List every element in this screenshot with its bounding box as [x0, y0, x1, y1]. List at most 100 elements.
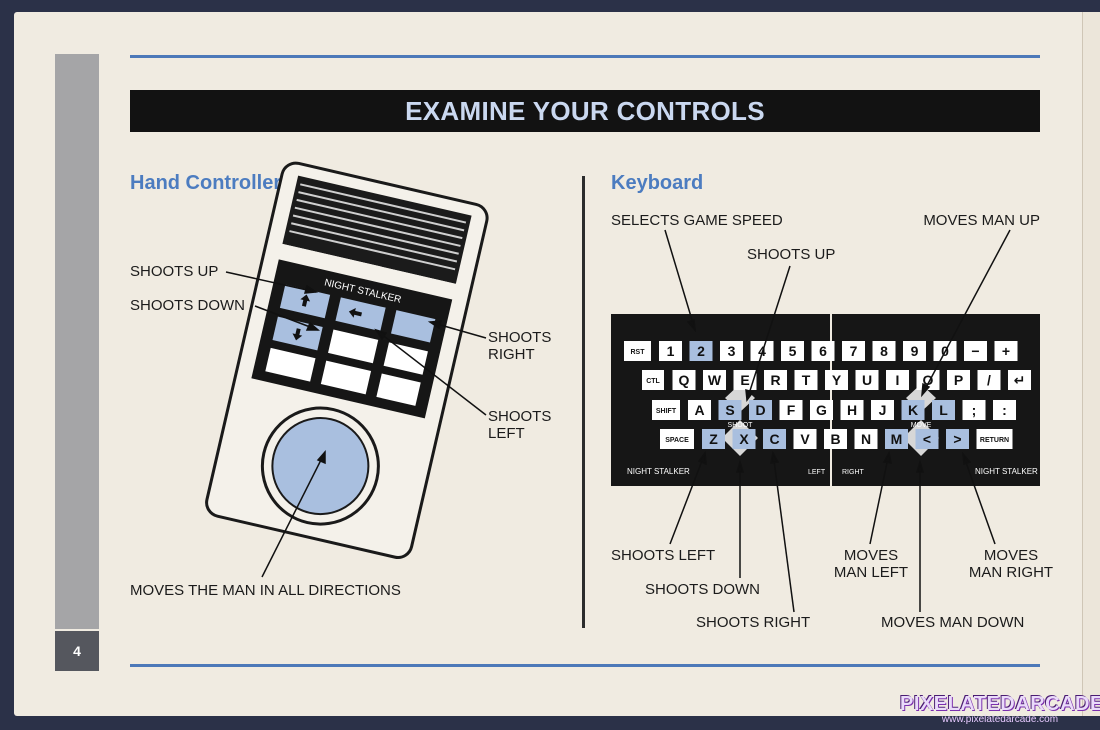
keyboard-key-label: N	[861, 431, 871, 447]
keyboard-key-label: W	[708, 372, 722, 388]
keyboard-key-label: E	[740, 372, 749, 388]
keyboard-key	[932, 400, 955, 420]
keyboard-key	[733, 370, 757, 390]
keyboard-key	[688, 400, 711, 420]
keyboard-key-label: CTL	[646, 378, 660, 385]
keyboard-key-label: −	[971, 343, 979, 359]
keyboard-key	[732, 429, 756, 449]
keyboard-key	[886, 370, 909, 390]
keyboard-key	[1008, 370, 1031, 390]
label-moves-man-down: MOVES MAN DOWN	[881, 614, 1025, 631]
overlay-shoot: SHOOT	[728, 422, 754, 429]
overlay-move: MOVE	[911, 422, 932, 429]
label-moves-man-up: MOVES MAN UP	[923, 212, 1040, 229]
keyboard-key	[624, 341, 651, 361]
keyboard-key-label: Z	[709, 431, 718, 447]
keyboard-key	[824, 429, 847, 449]
keyboard-key-label: 8	[880, 343, 888, 359]
keyboard-key	[689, 341, 713, 361]
label-shoots-down: SHOOTS DOWN	[130, 297, 245, 314]
keyboard-key-label: O	[923, 372, 934, 388]
page-title: EXAMINE YOUR CONTROLS	[130, 90, 1040, 132]
keyboard-key-label: U	[862, 372, 872, 388]
keyboard-key	[976, 429, 1013, 449]
keyboard-key-label: /	[987, 372, 991, 388]
keyboard-key-label: D	[755, 402, 765, 418]
keyboard-key	[793, 429, 817, 449]
keyboard-key-label: T	[802, 372, 811, 388]
keyboard-key	[672, 370, 696, 390]
watermark-url: www.pixelatedarcade.com	[941, 714, 1059, 725]
keyboard-key-label: G	[816, 402, 827, 418]
keyboard-key-label: L	[939, 402, 948, 418]
overlay-brand-right: NIGHT STALKER	[975, 467, 1038, 476]
label-moves-man-right: MOVES MAN RIGHT	[968, 547, 1054, 581]
keyboard-key	[915, 429, 939, 449]
keyboard-key-label: SPACE	[665, 437, 689, 444]
controller-disc	[271, 417, 370, 516]
keyboard-key	[659, 341, 682, 361]
keyboard-key-label: :	[1002, 402, 1007, 418]
keyboard-key	[871, 400, 894, 420]
controller-keypad	[265, 284, 436, 406]
overlay-right: RIGHT	[842, 469, 865, 476]
label-kb-shoots-down: SHOOTS DOWN	[645, 581, 760, 598]
keyboard-key-label: X	[739, 431, 749, 447]
label-shoots-left: SHOOTS LEFT	[488, 408, 552, 442]
keyboard-key	[855, 370, 879, 390]
keyboard-key	[763, 429, 786, 449]
top-rule	[130, 55, 1040, 58]
label-selects-game-speed: SELECTS GAME SPEED	[611, 212, 783, 229]
keyboard-key	[993, 400, 1016, 420]
keyboard-key	[977, 370, 1001, 390]
keyboard-key	[764, 370, 787, 390]
keyboard-key-label: +	[1002, 343, 1010, 359]
keyboard-key-label: R	[770, 372, 780, 388]
keyboard-key-label: 3	[728, 343, 736, 359]
keyboard-key	[842, 341, 865, 361]
label-kb-shoots-right: SHOOTS RIGHT	[696, 614, 811, 631]
keyboard-key	[962, 400, 986, 420]
keyboard-key-label: RST	[631, 349, 646, 356]
label-kb-shoots-up: SHOOTS UP	[747, 246, 836, 263]
keyboard-key-label: RETURN	[980, 437, 1009, 444]
keyboard-key	[779, 400, 803, 420]
watermark: PIXELATEDARCADE www.pixelatedarcade.com	[900, 693, 1100, 725]
keyboard-key-label: 9	[911, 343, 919, 359]
keyboard-key	[703, 370, 726, 390]
keyboard-key-label: P	[954, 372, 963, 388]
keyboard-key	[901, 400, 925, 420]
keyboard-keys: RST1234567890−+CTLQWERTYUIOP/↵SHIFTASDFG…	[624, 341, 1031, 449]
keyboard-key-label: C	[769, 431, 779, 447]
keyboard-key	[660, 429, 694, 449]
bottom-rule	[130, 664, 1040, 667]
keyboard-key-label: SHIFT	[656, 408, 677, 415]
controller-body: NIGHT STALKER	[205, 161, 489, 559]
keyboard-key	[781, 341, 804, 361]
page-number: 4	[55, 631, 99, 671]
keyboard-key-label: 7	[850, 343, 858, 359]
keyboard-key	[702, 429, 725, 449]
keyboard-key	[718, 400, 742, 420]
keyboard-key-label: F	[787, 402, 796, 418]
keyboard-key-label: Y	[832, 372, 842, 388]
label-kb-shoots-left: SHOOTS LEFT	[611, 547, 716, 564]
keyboard-key	[854, 429, 878, 449]
keyboard-key-label: 2	[697, 343, 705, 359]
label-moves-man-left: MOVES MAN LEFT	[833, 547, 909, 581]
keyboard-key	[642, 370, 664, 390]
overlay-brand-left: NIGHT STALKER	[627, 467, 690, 476]
keyboard-key	[840, 400, 864, 420]
keyboard-key	[652, 400, 680, 420]
keyboard-key	[794, 370, 818, 390]
keyboard-key	[872, 341, 896, 361]
keyboard-heading: Keyboard	[611, 172, 704, 194]
label-shoots-right: SHOOTS RIGHT	[488, 329, 552, 363]
keyboard-key	[946, 429, 969, 449]
keyboard-key-label: ;	[972, 402, 977, 418]
keyboard-key-label: V	[800, 431, 810, 447]
keyboard-key	[811, 341, 835, 361]
keyboard-key-label: Q	[679, 372, 690, 388]
